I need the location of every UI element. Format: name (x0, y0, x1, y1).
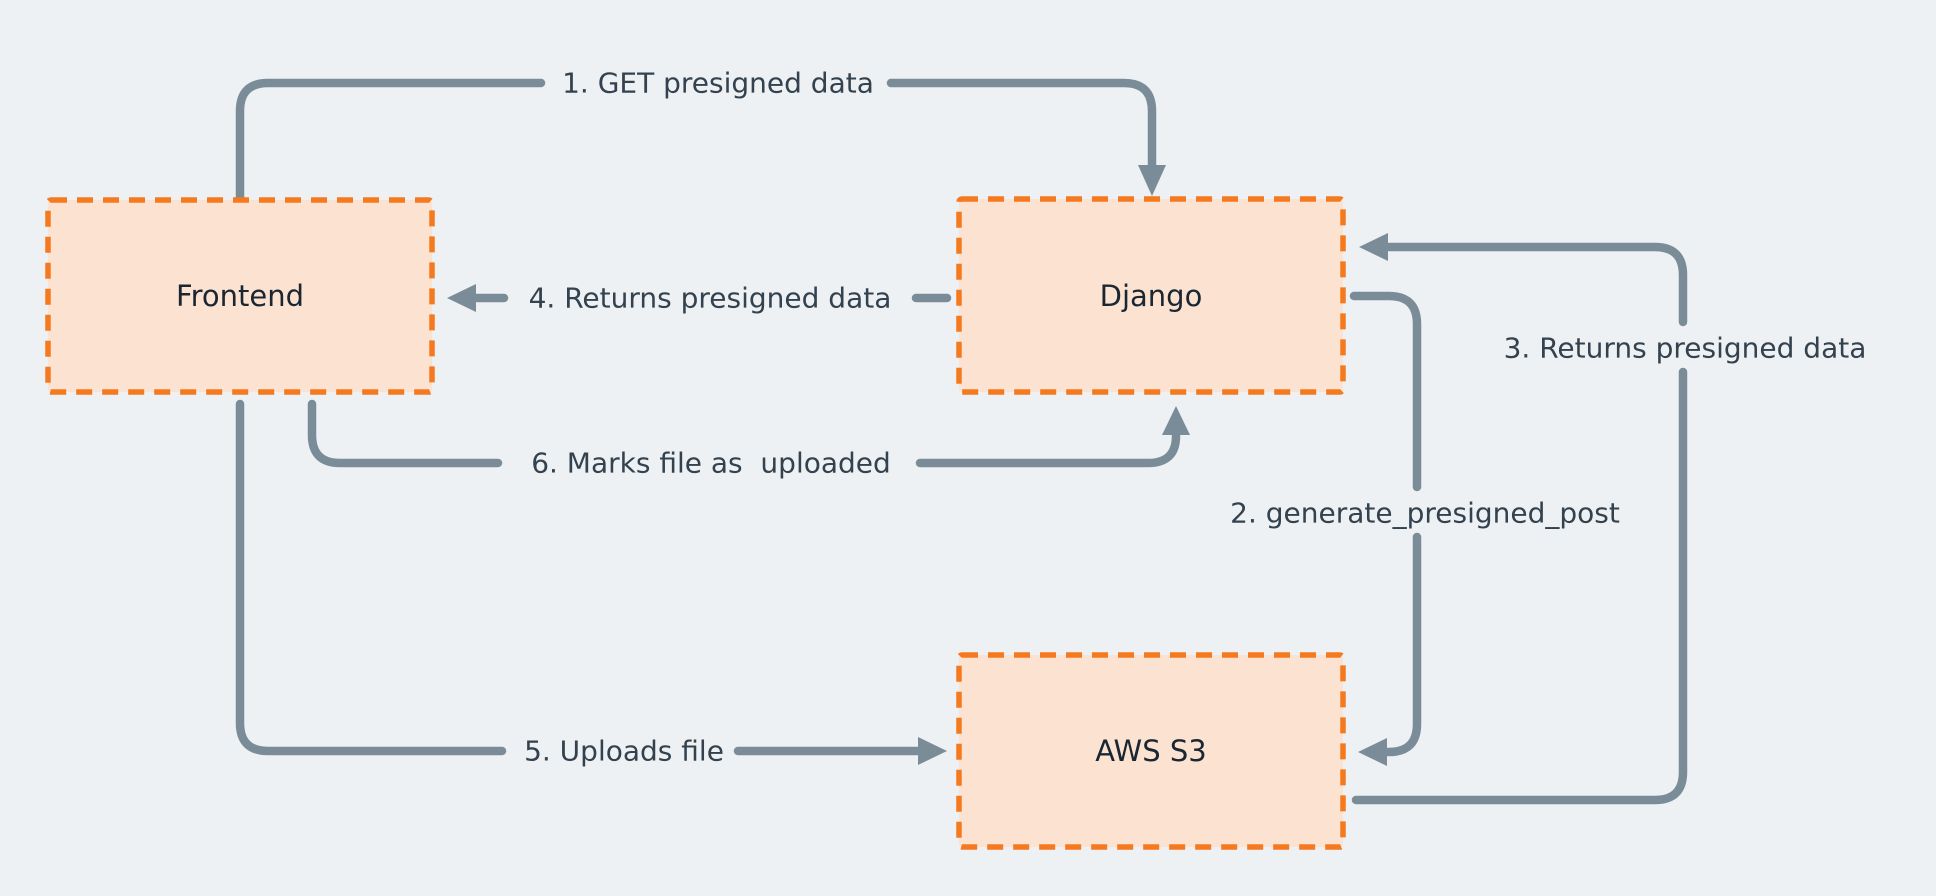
edge-3-segment-end (1384, 242, 1688, 327)
edge-2-segment-end (1383, 532, 1422, 757)
edge-3-arrowhead-left (1359, 233, 1388, 261)
node-frontend-box (45, 197, 435, 395)
node-aws-s3-label: AWS S3 (1095, 734, 1207, 768)
node-frontend-label: Frontend (176, 279, 304, 313)
edge-2-generate-presigned-post (1349, 291, 1422, 766)
edge-6-label: 6. Marks file as uploaded (531, 446, 891, 480)
edge-1-get-presigned-data (235, 78, 1166, 203)
edge-2-label: 2. generate_presigned_post (1230, 496, 1620, 530)
edge-1-arrowhead-down (1138, 165, 1166, 196)
edge-5-segment-start (235, 399, 507, 756)
edge-3-label: 3. Returns presigned data (1503, 331, 1867, 365)
edge-2-arrowhead-left (1358, 738, 1387, 766)
edge-1-label: 1. GET presigned data (562, 66, 874, 100)
edge-4-returns-presigned-data (447, 284, 952, 312)
edge-3-returns-presigned-data (1351, 233, 1688, 805)
edge-1-segment-start (235, 78, 546, 203)
edge-3-segment-start (1351, 367, 1688, 805)
edge-5-uploads-file (235, 399, 947, 765)
edge-2-segment-start (1349, 291, 1422, 492)
edge-6-marks-file-uploaded (307, 399, 1190, 468)
edge-6-segment-end (915, 431, 1181, 468)
node-aws-s3-box (956, 652, 1346, 850)
node-django-box (956, 196, 1346, 395)
edge-5-arrowhead-right (918, 737, 947, 765)
edge-4-label: 4. Returns presigned data (528, 281, 892, 315)
edge-4-arrowhead-left (447, 284, 476, 312)
edge-6-segment-start (307, 399, 503, 468)
node-django-label: Django (1099, 279, 1203, 313)
edge-5-label: 5. Uploads file (524, 734, 724, 768)
edge-6-arrowhead-up (1162, 406, 1190, 435)
edge-1-segment-end (886, 78, 1157, 171)
